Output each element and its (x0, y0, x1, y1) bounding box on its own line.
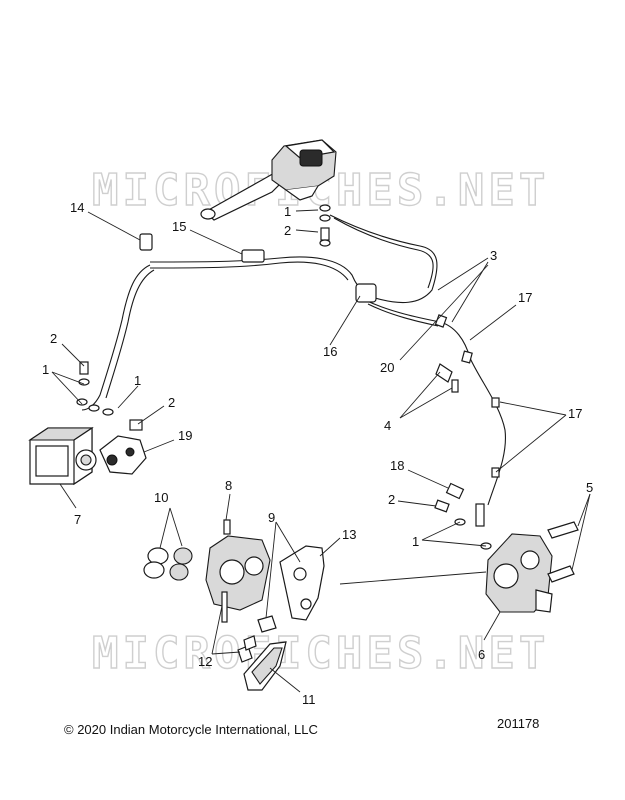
caliper-bolts (547, 521, 579, 583)
abs-module (28, 426, 97, 486)
caliper-bracket (279, 545, 325, 621)
callout-19: 19 (178, 428, 192, 443)
callout-2c: 2 (168, 395, 175, 410)
callout-2a: 2 (284, 223, 291, 238)
callout-9: 9 (268, 510, 275, 525)
brake-lines (81, 214, 507, 506)
callout-17a: 17 (518, 290, 532, 305)
callout-16: 16 (323, 344, 337, 359)
copyright-notice: © 2020 Indian Motorcycle International, … (64, 722, 318, 737)
watermark-bottom: MICROFICHES.NET (92, 628, 549, 679)
callout-15: 15 (172, 219, 186, 234)
master-cylinder (200, 139, 337, 221)
callout-17b: 17 (568, 406, 582, 421)
caliper-fittings (434, 482, 492, 550)
callout-3: 3 (490, 248, 497, 263)
callout-5: 5 (586, 480, 593, 495)
callout-1b: 1 (42, 362, 49, 377)
callout-6: 6 (478, 647, 485, 662)
caliper-left (205, 519, 271, 623)
abs-fittings (76, 361, 143, 431)
callout-1c: 1 (134, 373, 141, 388)
callout-14: 14 (70, 200, 84, 215)
pad-spring (257, 615, 277, 633)
callout-1a: 1 (284, 204, 291, 219)
callout-2d: 2 (388, 492, 395, 507)
callout-18: 18 (390, 458, 404, 473)
callout-7: 7 (74, 512, 81, 527)
caliper-right (485, 533, 553, 613)
callout-4: 4 (384, 418, 391, 433)
abs-bracket (99, 435, 147, 475)
hose-clips (139, 233, 377, 303)
callout-13: 13 (342, 527, 356, 542)
callout-labels: 1 2 14 15 3 17 16 20 2 1 1 2 19 4 17 7 1… (42, 200, 593, 707)
callout-10: 10 (154, 490, 168, 505)
brake-pads (243, 641, 287, 691)
callout-11: 11 (302, 692, 316, 707)
callout-1d: 1 (412, 534, 419, 549)
callout-2b: 2 (50, 331, 57, 346)
bleeder-fittings (435, 363, 459, 393)
pad-clips (237, 635, 257, 663)
caliper-pistons (143, 547, 193, 581)
callout-8: 8 (225, 478, 232, 493)
diagram-number: 201178 (497, 716, 540, 731)
callout-12: 12 (198, 654, 212, 669)
leader-lines (51, 209, 591, 693)
callout-20: 20 (380, 360, 394, 375)
mc-banjo-fittings (319, 204, 331, 247)
